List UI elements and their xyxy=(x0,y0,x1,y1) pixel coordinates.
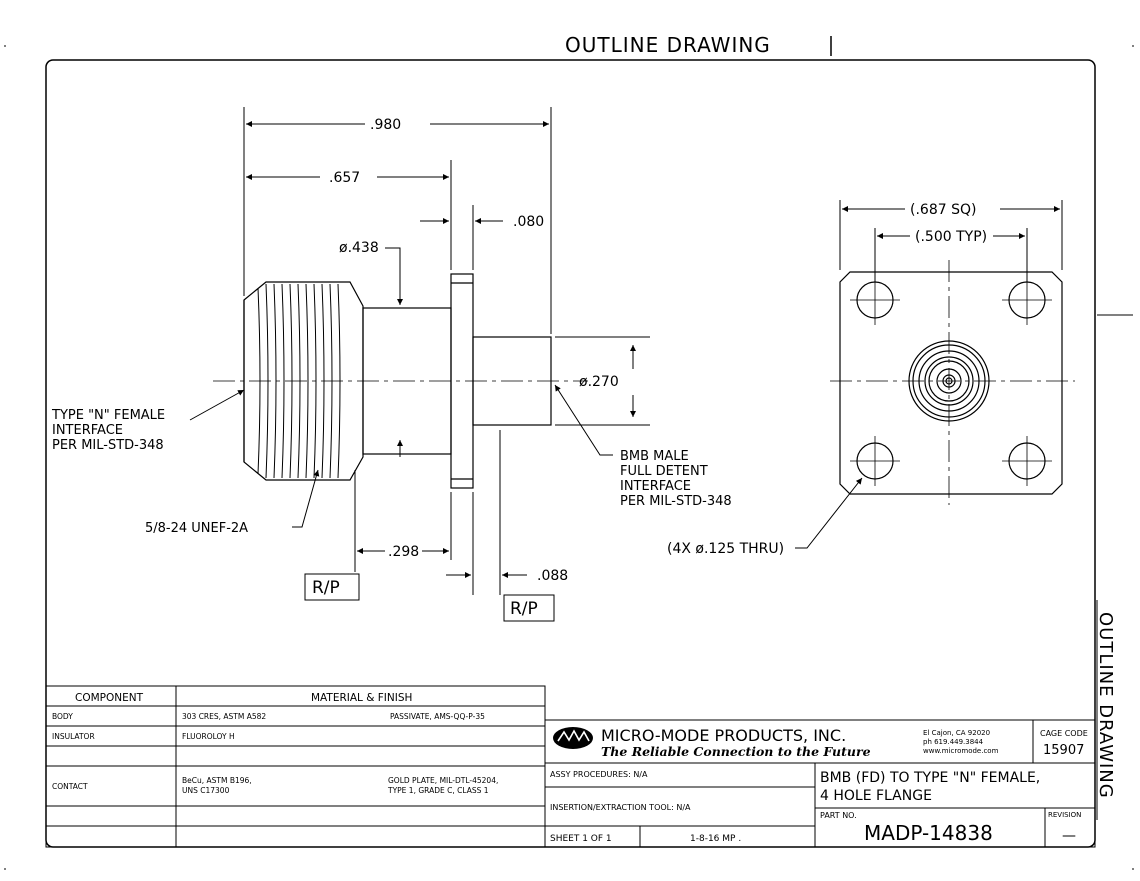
end-view xyxy=(830,260,1075,505)
right-interface-line3: INTERFACE xyxy=(620,479,691,494)
mounting-holes xyxy=(850,275,1052,486)
rp-box-right xyxy=(503,594,555,622)
company-name: MICRO-MODE PRODUCTS, INC. xyxy=(601,726,846,745)
n-female-coupling xyxy=(243,281,364,481)
revision-label: REVISION xyxy=(1048,811,1081,819)
sheet-number: SHEET 1 OF 1 xyxy=(550,834,612,844)
bmb-male-body xyxy=(472,336,552,426)
row-insulator-material: FLUOROLOY H xyxy=(182,732,235,741)
part-no: MADP-14838 xyxy=(864,821,993,845)
left-interface-line1: TYPE "N" FEMALE xyxy=(51,408,165,423)
company-tagline: The Reliable Connection to the Future xyxy=(601,744,871,759)
side-view xyxy=(213,273,588,489)
end-dimensions xyxy=(795,200,1063,549)
row-contact-finish-2: TYPE 1, GRADE C, CLASS 1 xyxy=(387,786,489,795)
revision: — xyxy=(1062,828,1076,844)
rp-label-right: R/P xyxy=(510,599,538,619)
left-interface-line2: INTERFACE xyxy=(52,423,123,438)
row-contact-component: CONTACT xyxy=(52,782,88,791)
interface-rings xyxy=(908,340,990,422)
table-header-component: COMPONENT xyxy=(75,692,144,704)
side-title: OUTLINE DRAWING xyxy=(1095,612,1116,799)
description-line1: BMB (FD) TO TYPE "N" FEMALE, xyxy=(820,770,1040,786)
right-interface-line1: BMB MALE xyxy=(620,449,689,464)
right-interface-line4: PER MIL-STD-348 xyxy=(620,494,732,509)
rp-label-left: R/P xyxy=(312,578,340,598)
row-contact-finish-1: GOLD PLATE, MIL-DTL-45204, xyxy=(388,776,498,785)
cage-code: 15907 xyxy=(1043,743,1084,758)
row-contact-material-2: UNS C17300 xyxy=(182,786,230,795)
rp-box-left xyxy=(304,573,360,601)
address-line1: El Cajon, CA 92020 xyxy=(923,729,990,737)
assy-procedures: ASSY PROCEDURES: N/A xyxy=(550,770,648,779)
address-line2: ph 619.449.3844 xyxy=(923,738,984,746)
left-interface-line3: PER MIL-STD-348 xyxy=(52,438,164,453)
right-interface-line2: FULL DETENT xyxy=(620,464,708,479)
address-line3: www.micromode.com xyxy=(923,747,999,755)
date-drawn: 1-8-16 MP . xyxy=(690,834,741,844)
dim-holes: (4X ø.125 THRU) xyxy=(667,541,784,557)
part-no-label: PART NO. xyxy=(820,811,857,820)
dim-hole-spacing: (.500 TYP) xyxy=(915,229,987,245)
material-table xyxy=(45,685,546,848)
row-insulator-component: INSULATOR xyxy=(52,732,95,741)
side-dimensions xyxy=(189,107,650,595)
dim-rp-offset-1: .298 xyxy=(388,544,419,560)
table-header-material: MATERIAL & FINISH xyxy=(311,692,412,704)
company-logo-icon xyxy=(553,727,593,749)
dim-rp-offset-2: .088 xyxy=(537,568,568,584)
row-body-component: BODY xyxy=(52,712,73,721)
dim-flange-square: (.687 SQ) xyxy=(910,202,976,218)
dim-flange-thickness: .080 xyxy=(513,214,544,230)
title-block xyxy=(544,719,1096,848)
header-title: OUTLINE DRAWING xyxy=(565,33,771,57)
flange-square xyxy=(839,271,1063,495)
row-body-material: 303 CRES, ASTM A582 xyxy=(182,712,266,721)
insertion-tool: INSERTION/EXTRACTION TOOL: N/A xyxy=(550,803,691,812)
thread-lines xyxy=(257,283,341,479)
row-contact-material-1: BeCu, ASTM B196, xyxy=(182,776,252,785)
dim-overall-length: .980 xyxy=(370,117,401,133)
cage-code-label: CAGE CODE xyxy=(1040,729,1088,738)
dim-body-diameter: ø.438 xyxy=(339,240,379,256)
thread-note: 5/8-24 UNEF-2A xyxy=(145,521,248,536)
dim-length-to-flange: .657 xyxy=(329,170,360,186)
corner-marks xyxy=(4,45,1134,870)
dim-pin-diameter: ø.270 xyxy=(579,374,619,390)
description-line2: 4 HOLE FLANGE xyxy=(820,788,932,804)
row-body-finish: PASSIVATE, AMS-QQ-P-35 xyxy=(390,712,485,721)
